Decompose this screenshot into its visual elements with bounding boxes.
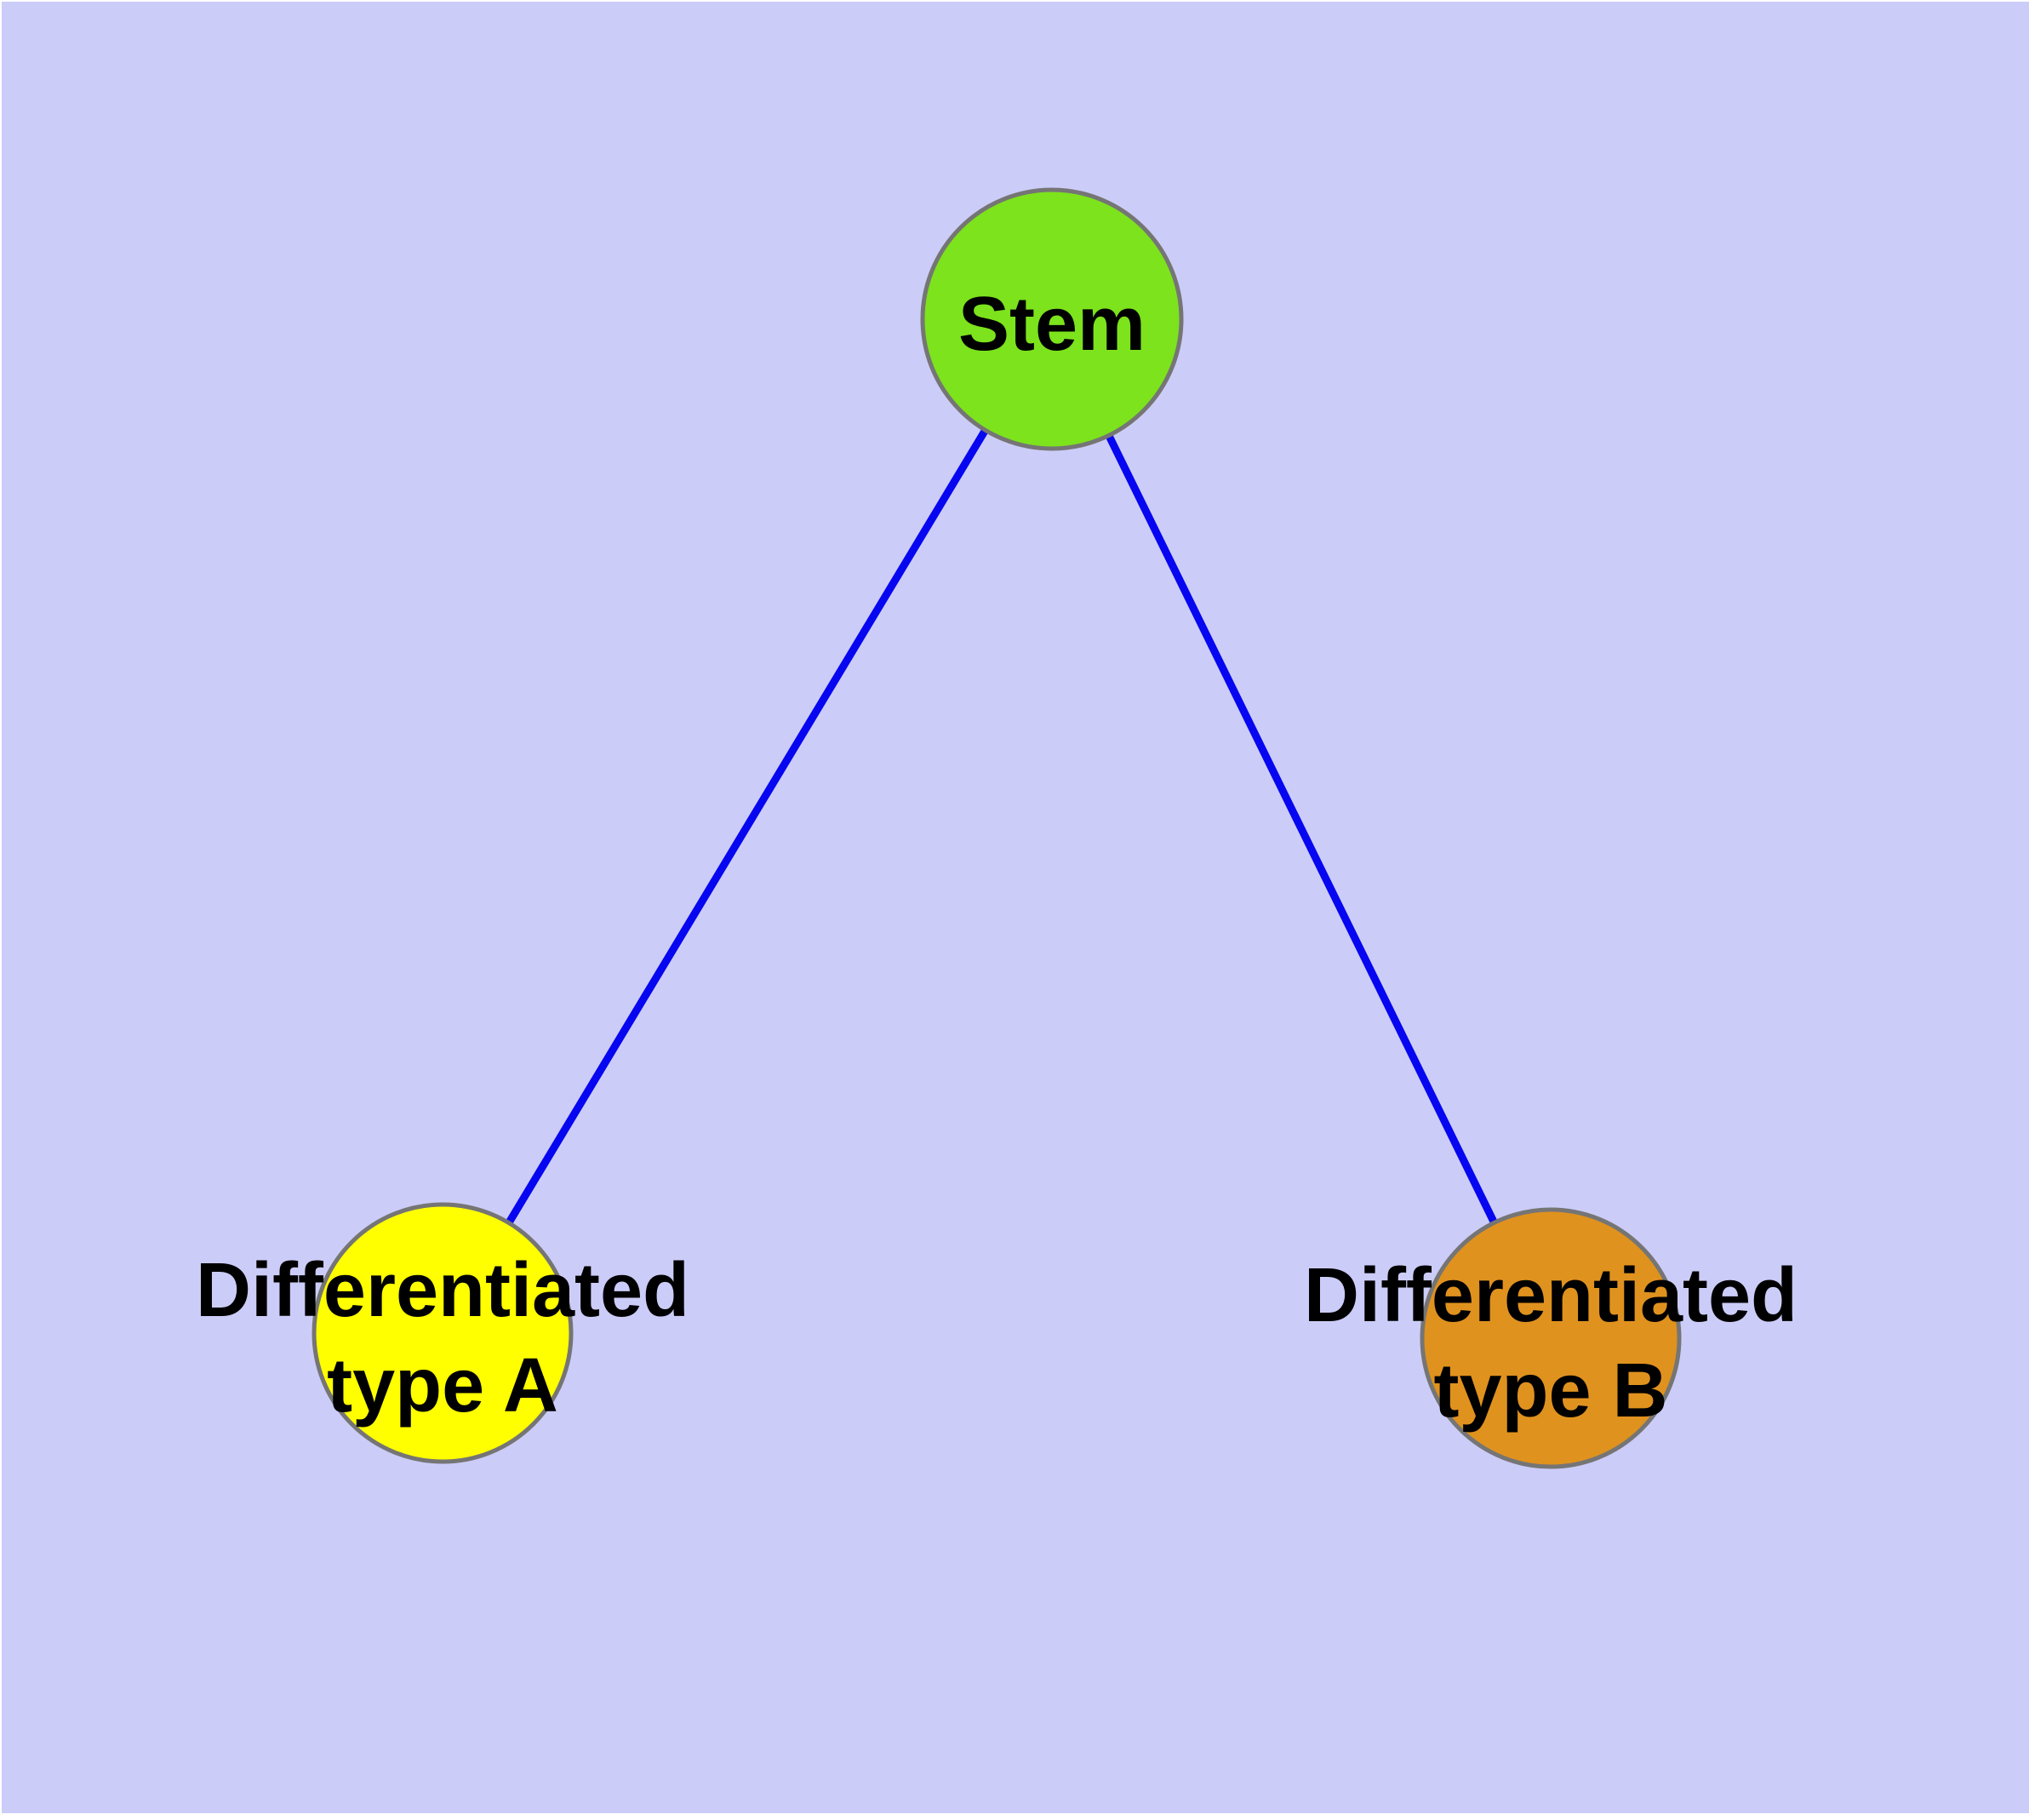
node-diff-a — [311, 1202, 574, 1464]
node-stem — [920, 187, 1184, 451]
node-diff-a-label: type A — [327, 1343, 558, 1428]
node-diff-b — [1420, 1207, 1682, 1469]
edge-stem-diff-b — [1048, 318, 1555, 1340]
node-diff-b-label: Differentiated — [1304, 1253, 1798, 1338]
node-diff-a-label: Differentiated — [196, 1248, 689, 1333]
edge-stem-diff-a — [439, 317, 1055, 1336]
node-diff-b-label: type B — [1433, 1348, 1667, 1434]
node-stem-label: Stem — [958, 282, 1146, 367]
